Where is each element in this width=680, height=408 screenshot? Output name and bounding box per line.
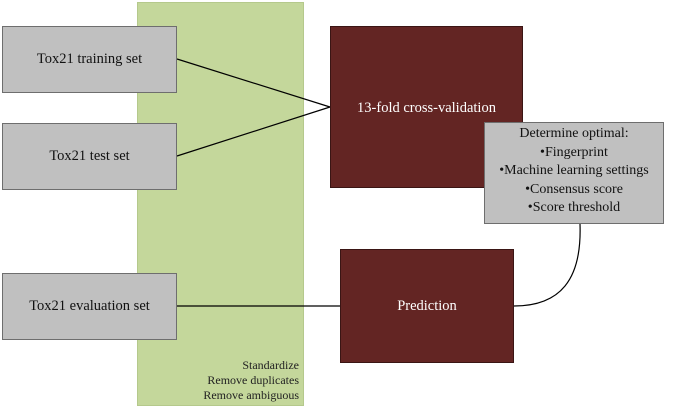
optimal-settings-box: Determine optimal: Fingerprint Machine l… [484,122,664,224]
optimal-item-consensus-score: Consensus score [525,181,623,200]
connector-optimal-to-prediction [513,223,581,307]
optimal-title: Determine optimal: [519,126,629,141]
prediction-label: Prediction [397,297,457,314]
training-set-box: Tox21 training set [2,26,177,93]
evaluation-set-label: Tox21 evaluation set [29,298,150,314]
test-set-label: Tox21 test set [49,148,130,164]
cross-validation-label: 13-fold cross-validation [357,100,496,116]
prediction-box: Prediction [340,249,514,363]
training-set-label: Tox21 training set [36,51,143,67]
note-remove-ambiguous: Remove ambiguous [203,388,299,402]
note-remove-duplicates: Remove duplicates [207,373,299,387]
optimal-item-ml-settings: Machine learning settings [499,162,649,181]
preprocessing-notes: Standardize Remove duplicates Remove amb… [203,358,299,403]
optimal-item-score-threshold: Score threshold [528,199,620,218]
test-set-box: Tox21 test set [2,123,177,190]
note-standardize: Standardize [242,358,299,372]
evaluation-set-box: Tox21 evaluation set [2,273,177,340]
optimal-item-fingerprint: Fingerprint [540,144,608,163]
